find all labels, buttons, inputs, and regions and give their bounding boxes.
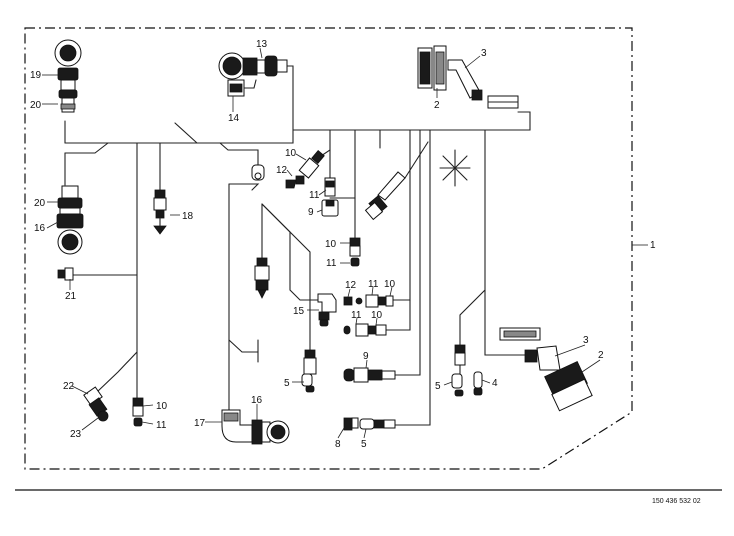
label-15: 15 [293,306,305,317]
label-12-row: 12 [345,280,357,291]
label-18: 18 [182,211,194,222]
label-9-upper: 9 [308,207,314,218]
label-5-mid: 5 [284,378,290,389]
label-14: 14 [228,113,240,124]
ground-lug [251,164,265,181]
label-20-top: 20 [30,100,42,111]
label-1: 1 [650,240,656,251]
part-labels: 1 3 2 13 19 20 14 10 12 11 9 20 16 18 10… [30,39,656,450]
connector-2-3-right [499,327,593,412]
label-2-right: 2 [598,350,604,361]
connector-8-5-bottom [343,417,396,431]
connectors-10-11-column [349,237,361,267]
label-11-row2: 11 [351,310,362,321]
connector-17-16-elbow [221,409,290,445]
label-22: 22 [63,381,75,392]
label-10-upper: 10 [285,148,297,159]
assembly-boundary [24,27,633,470]
angled-connector-mid [364,171,406,221]
drawing-number: 150 436 532 02 [652,498,701,505]
label-21: 21 [65,291,77,302]
connector-22-23 [83,386,109,422]
label-16-lower: 16 [251,395,263,406]
connectors-row-11-10 [343,323,387,337]
connector-5-mid [301,349,317,393]
label-2-top: 2 [434,100,440,111]
connectors-10-11-12-9-upper [285,150,339,217]
connectors-10-11-lower-left [132,397,144,427]
label-9-lower: 9 [363,351,369,362]
label-11-lowerleft: 11 [156,420,167,431]
leader-lines [42,47,648,439]
connector-9-lower [343,367,396,383]
label-16-mid: 16 [34,223,46,234]
label-3-right: 3 [583,335,589,346]
connectors-row-12-11-10 [343,294,394,308]
connector-2-3-top [417,45,519,109]
label-10-col: 10 [325,239,337,250]
label-12-upper: 12 [276,165,288,176]
label-11-col: 11 [326,258,337,269]
label-5-bottom: 5 [361,439,367,450]
elbow-connector-15 [317,293,337,327]
label-13: 13 [256,39,268,50]
connector-21 [57,267,74,281]
label-11-upper: 11 [309,190,320,201]
label-8: 8 [335,439,341,450]
label-20-mid: 20 [34,198,46,209]
label-17: 17 [194,418,206,429]
connector-19 [54,39,82,113]
label-3-top: 3 [481,48,487,59]
label-10-lowerleft: 10 [156,401,168,412]
label-4: 4 [492,378,498,389]
main-harness [64,65,531,426]
label-10-row2: 10 [371,310,383,321]
label-10-row: 10 [384,279,396,290]
connectors-5-4-right [451,344,483,397]
label-19: 19 [30,70,42,81]
connector-13-14 [218,52,288,97]
plug-middle-vertical [254,257,270,299]
label-11-row: 11 [368,279,379,290]
label-5-right: 5 [435,381,441,392]
label-23: 23 [70,429,82,440]
connector-18 [153,189,167,235]
connector-20-16 [56,185,84,255]
